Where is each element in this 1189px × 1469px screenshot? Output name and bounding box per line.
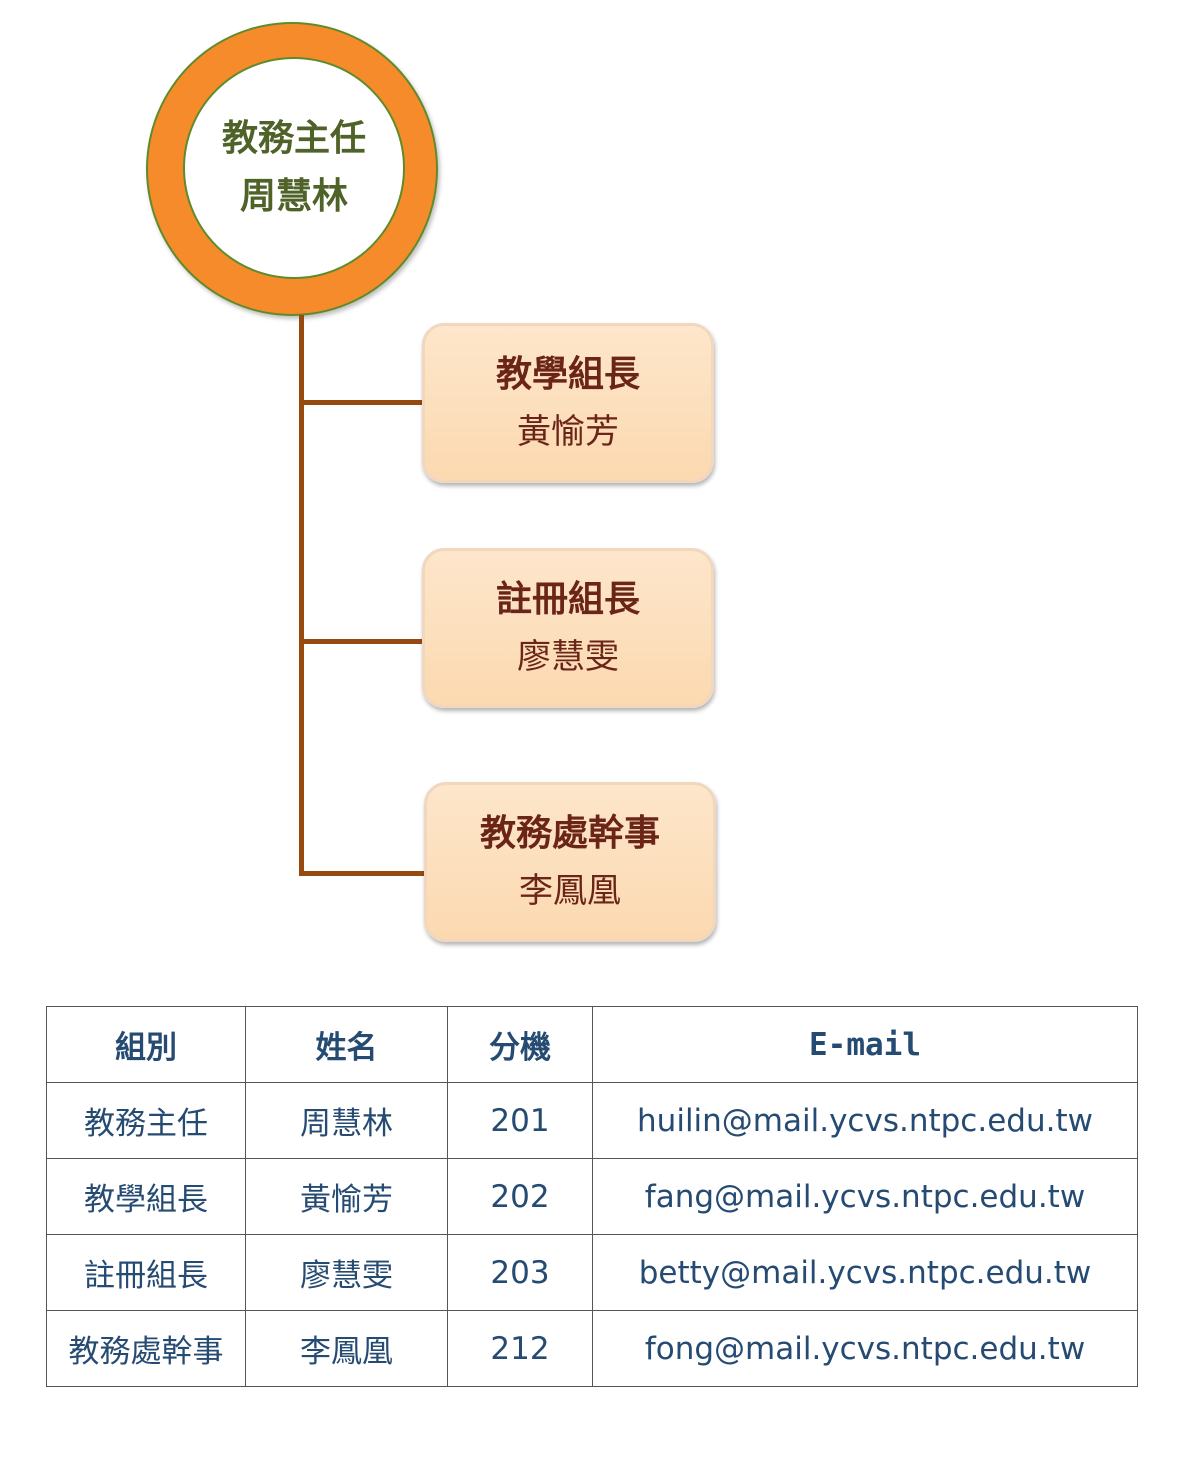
contact-table: 組別 姓名 分機 E-mail 教務主任 周慧林 201 huilin@mail… — [46, 1006, 1138, 1387]
connector-trunk — [299, 315, 304, 876]
connector-branch — [299, 871, 425, 876]
cell-name: 周慧林 — [245, 1082, 448, 1159]
head-title: 教務主任 — [221, 118, 366, 159]
cell-extension: 201 — [447, 1082, 593, 1159]
table-row: 教務處幹事 李鳳凰 212 fong@mail.ycvs.ntpc.edu.tw — [46, 1310, 1138, 1387]
cell-email: betty@mail.ycvs.ntpc.edu.tw — [592, 1234, 1138, 1311]
cell-group: 註冊組長 — [46, 1234, 246, 1311]
node-title: 教務處幹事 — [479, 813, 660, 854]
cell-email: fang@mail.ycvs.ntpc.edu.tw — [592, 1158, 1138, 1235]
cell-extension: 212 — [447, 1310, 593, 1387]
cell-extension: 202 — [447, 1158, 593, 1235]
head-name: 周慧林 — [239, 176, 348, 217]
node-name: 廖慧雯 — [517, 637, 619, 677]
table-row: 教學組長 黃愉芳 202 fang@mail.ycvs.ntpc.edu.tw — [46, 1158, 1138, 1235]
cell-email: fong@mail.ycvs.ntpc.edu.tw — [592, 1310, 1138, 1387]
connector-branch — [299, 400, 423, 405]
node-title: 註冊組長 — [495, 579, 640, 620]
header-name: 姓名 — [245, 1006, 448, 1083]
cell-name: 黃愉芳 — [245, 1158, 448, 1235]
cell-extension: 203 — [447, 1234, 593, 1311]
org-node: 教學組長 黃愉芳 — [422, 323, 714, 483]
table-row: 教務主任 周慧林 201 huilin@mail.ycvs.ntpc.edu.t… — [46, 1082, 1138, 1159]
node-name: 黃愉芳 — [517, 412, 619, 452]
org-node: 註冊組長 廖慧雯 — [422, 548, 714, 708]
header-extension: 分機 — [447, 1006, 593, 1083]
table-header-row: 組別 姓名 分機 E-mail — [46, 1006, 1138, 1083]
cell-group: 教學組長 — [46, 1158, 246, 1235]
cell-email: huilin@mail.ycvs.ntpc.edu.tw — [592, 1082, 1138, 1159]
table-row: 註冊組長 廖慧雯 203 betty@mail.ycvs.ntpc.edu.tw — [46, 1234, 1138, 1311]
cell-group: 教務處幹事 — [46, 1310, 246, 1387]
connector-branch — [299, 639, 423, 644]
cell-name: 李鳳凰 — [245, 1310, 448, 1387]
cell-name: 廖慧雯 — [245, 1234, 448, 1311]
head-node: 教務主任 周慧林 — [183, 57, 405, 279]
org-node: 教務處幹事 李鳳凰 — [424, 782, 716, 942]
cell-group: 教務主任 — [46, 1082, 246, 1159]
header-group: 組別 — [46, 1006, 246, 1083]
node-name: 李鳳凰 — [519, 871, 621, 911]
node-title: 教學組長 — [495, 354, 640, 395]
header-email: E-mail — [592, 1006, 1138, 1083]
